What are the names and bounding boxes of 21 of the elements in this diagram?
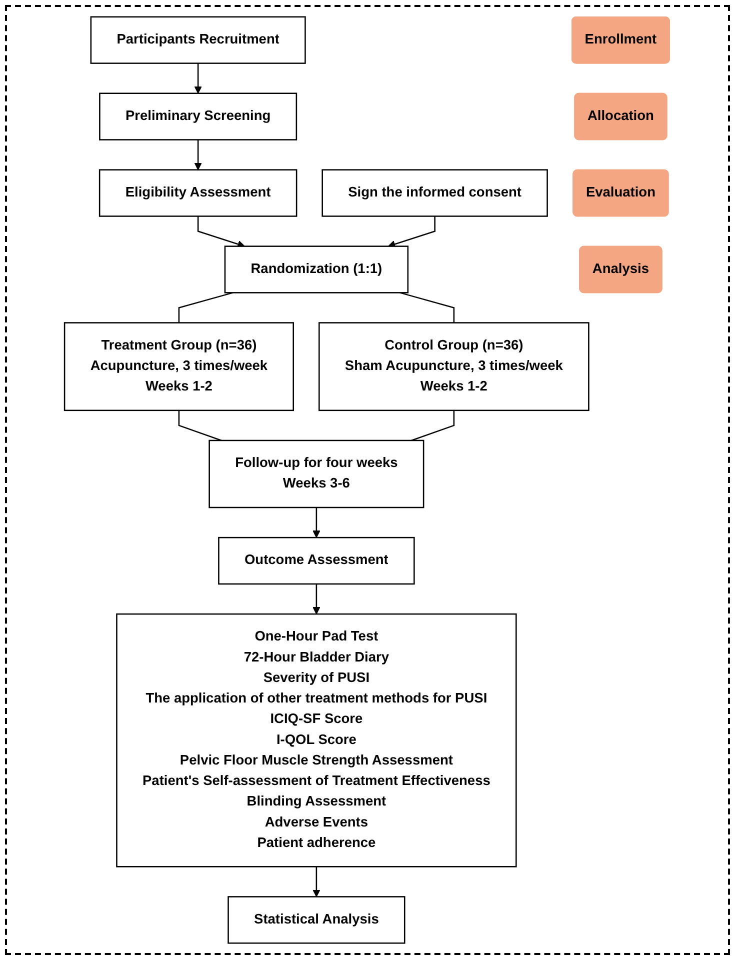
connector bbox=[178, 410, 222, 442]
connector bbox=[400, 292, 456, 323]
arrow bbox=[313, 584, 321, 614]
node-box: Follow-up for four weeks Weeks 3-6 bbox=[209, 440, 425, 508]
node-box: Participants Recruitment bbox=[90, 16, 306, 64]
arrow bbox=[194, 63, 202, 94]
node-box: Outcome Assessment bbox=[218, 536, 416, 585]
arrow bbox=[198, 216, 246, 248]
node-box: Control Group (n=36) Sham Acupuncture, 3 times/week Weeks 1-2 bbox=[318, 322, 590, 412]
arrow bbox=[194, 140, 202, 170]
node-box: Preliminary Screening bbox=[100, 92, 298, 140]
arrow bbox=[313, 866, 321, 898]
node-box: One-Hour Pad Test 72-Hour Bladder Diary Severity of PUSI The application of other treatment methods for PUSI ICIQ-SF Score I-QOL Score Pelvic Floor Muscle Strength Assessment Patient's Self-assessment of Treatment Effectiveness Blinding Assessment Adverse Events Patient adherence bbox=[116, 613, 518, 868]
node-box: Statistical Analysis bbox=[228, 896, 406, 944]
arrow bbox=[313, 508, 321, 538]
node-box: Sign the informed consent bbox=[322, 169, 548, 217]
node-box: Randomization (1:1) bbox=[224, 246, 410, 294]
connector bbox=[412, 410, 456, 442]
node-box: Treatment Group (n=36) Acupuncture, 3 times/week Weeks 1-2 bbox=[64, 322, 294, 412]
node-box: Eligibility Assessment bbox=[99, 169, 298, 217]
arrow bbox=[388, 216, 436, 248]
